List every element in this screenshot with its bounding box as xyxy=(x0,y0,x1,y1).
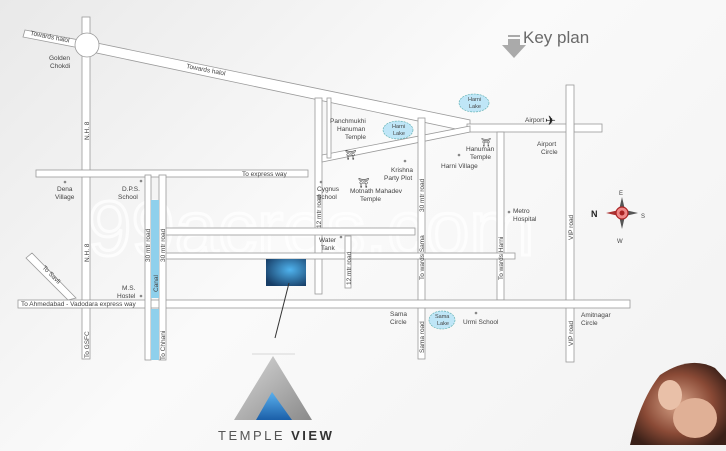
road-label: To wards Harni xyxy=(498,237,505,280)
road-12mtr-a xyxy=(314,97,323,295)
road-cross-2 xyxy=(164,252,516,260)
compass-icon xyxy=(606,197,638,229)
place-label: M.S. xyxy=(122,285,136,292)
pointer-arrow xyxy=(274,282,290,339)
place-label: Metro xyxy=(513,208,530,215)
place-label: Sama xyxy=(390,311,407,318)
place-label: Lake xyxy=(393,131,405,137)
harni-lake-south xyxy=(382,120,414,140)
place-label: Sama xyxy=(435,314,450,320)
road-halol-east xyxy=(91,41,471,133)
place-label: Temple xyxy=(360,196,381,203)
temple-icon: ⛩ xyxy=(345,150,356,160)
road-label: 12 mtr road xyxy=(346,251,353,285)
road-express-way xyxy=(35,169,309,178)
place-label: Lake xyxy=(469,104,481,110)
airplane-icon: ✈ xyxy=(545,113,556,128)
place-label: Hanuman xyxy=(337,126,366,133)
canal-south xyxy=(151,309,159,360)
road-label: Canal xyxy=(153,274,160,292)
road-label: 30 mtr road xyxy=(145,228,152,262)
road-label: To Chhani xyxy=(160,331,167,360)
road-vip xyxy=(565,84,575,363)
brand-name: TEMPLE VIEW xyxy=(218,428,334,443)
road-label: 12 mtr road xyxy=(316,194,323,228)
place-label: Hostel xyxy=(117,293,136,300)
compass-north: N xyxy=(591,209,598,219)
place-label: Lake xyxy=(437,321,449,327)
compass-east: E xyxy=(619,191,623,197)
road-30mtr-west xyxy=(144,174,152,361)
place-label: Harni xyxy=(468,97,481,103)
key-plan-title: Key plan xyxy=(523,28,590,47)
place-label: Circle xyxy=(541,149,558,156)
road-spur xyxy=(326,97,332,159)
place-label: Tank xyxy=(321,245,335,252)
place-label: Harni xyxy=(392,124,405,130)
place-label: Airport xyxy=(525,117,544,124)
road-ahmedabad-vadodara xyxy=(17,299,631,309)
road-label: N.H. 8 xyxy=(84,121,91,140)
temple-icon: ⛩ xyxy=(358,178,369,188)
place-label: Temple xyxy=(345,134,366,141)
compass-west: W xyxy=(617,239,623,245)
road-label: To GSFC xyxy=(84,331,91,358)
place-label: Amitnagar xyxy=(581,312,611,319)
road-30mtr-sama xyxy=(417,117,426,360)
road-cross-1 xyxy=(164,227,416,236)
road-label: To wards Sama xyxy=(419,235,426,280)
place-label: Panchmukhi xyxy=(330,118,366,125)
couple-photo xyxy=(630,362,726,445)
place-label: Golden xyxy=(49,55,70,62)
road-12mtr-b xyxy=(344,235,352,289)
place-label: Airport xyxy=(537,141,556,148)
project-location-marker[interactable] xyxy=(266,259,306,286)
place-label: Circle xyxy=(581,320,598,327)
roads xyxy=(17,16,631,363)
road-airport-east xyxy=(573,123,603,133)
road-label: VIP road xyxy=(568,320,575,346)
place-label: School xyxy=(118,194,138,201)
place-label: D.P.S. xyxy=(122,186,140,193)
place-label: Motnath Mahadev xyxy=(350,188,403,195)
place-label: Harni Village xyxy=(441,163,478,170)
compass-south: S xyxy=(641,214,645,220)
road-label: 30 mtr road xyxy=(419,178,426,212)
down-arrow-icon xyxy=(502,35,526,58)
place-label: Circle xyxy=(390,319,407,326)
place-label: Chokdi xyxy=(50,63,70,70)
place-label: Hospital xyxy=(513,216,537,223)
brand-word-2: VIEW xyxy=(291,428,335,443)
place-label: Water xyxy=(319,237,337,244)
place-label: Village xyxy=(55,194,75,201)
harni-lake-north xyxy=(458,93,490,113)
road-label: VIP road xyxy=(568,214,575,240)
golden-chokdi-circle xyxy=(74,32,100,58)
canal-north xyxy=(151,200,159,298)
road-savli xyxy=(25,252,77,301)
place-label: Party Plot xyxy=(384,175,412,182)
road-label: To Ahmedabad - Vadodara express way xyxy=(21,301,137,308)
road-label: 30 mtr road xyxy=(160,228,167,262)
place-label: Cygnus xyxy=(317,186,340,193)
road-nh8 xyxy=(81,16,91,360)
place-label: Dena xyxy=(57,186,73,193)
temple-icon: ⛩ xyxy=(481,138,491,147)
place-label: Temple xyxy=(470,154,491,161)
sama-lake xyxy=(428,310,456,330)
brand-word-1: TEMPLE xyxy=(218,428,286,443)
place-label: Krishna xyxy=(391,167,413,174)
road-label: To express way xyxy=(242,171,288,178)
place-label: School xyxy=(317,194,337,201)
road-label: N.H. 8 xyxy=(84,243,91,262)
place-label: Urmi School xyxy=(463,319,499,326)
temple-view-logo xyxy=(234,353,312,420)
place-labels: Golden Chokdi Dena Village D.P.S. School… xyxy=(49,55,611,327)
place-label: Hanuman xyxy=(466,146,495,153)
road-label: Sama road xyxy=(419,321,426,353)
